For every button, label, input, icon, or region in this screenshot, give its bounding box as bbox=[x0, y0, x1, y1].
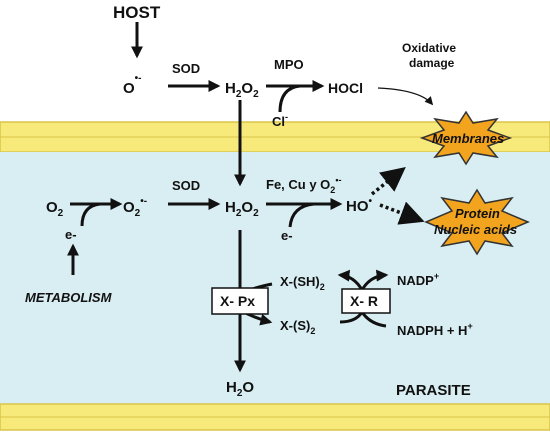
xr-right-bottom-curve bbox=[360, 311, 387, 328]
h2o2-top-label: H2O2 bbox=[225, 80, 259, 100]
o2-label: O2 bbox=[46, 199, 64, 219]
nadph-label: NADPH + H+ bbox=[397, 321, 473, 338]
xr-right-top-curve bbox=[360, 269, 389, 291]
sod-top-label: SOD bbox=[172, 61, 200, 76]
electron-mid-label: e- bbox=[281, 228, 293, 243]
sod-mid-label: SOD bbox=[172, 178, 200, 193]
nucleic-acids-label: Nucleic acids bbox=[434, 222, 517, 237]
nadp-label: NADP+ bbox=[397, 271, 439, 288]
electron-mid-curve bbox=[288, 202, 315, 228]
xpx-box bbox=[211, 287, 269, 315]
xsh2-label: X-(SH)2 bbox=[280, 274, 325, 292]
membranes-star bbox=[419, 110, 513, 166]
hydroxyl-to-membranes-arrow bbox=[370, 166, 406, 196]
hocl-label: HOCl bbox=[328, 80, 363, 96]
membranes-label: Membranes bbox=[432, 131, 504, 146]
superoxide-top-label: O•- bbox=[123, 73, 142, 97]
electron-left-label: e- bbox=[65, 227, 77, 242]
chloride-label: Cl- bbox=[272, 112, 288, 129]
xr-box bbox=[341, 288, 391, 314]
fenton-label: Fe, Cu y O2•- bbox=[266, 175, 341, 195]
metabolism-label: METABOLISM bbox=[25, 290, 113, 305]
protein-label: Protein bbox=[455, 206, 500, 221]
hydroxyl-to-protein-arrow bbox=[379, 201, 425, 225]
xr-left-top-curve bbox=[337, 269, 364, 291]
chloride-curve bbox=[278, 84, 301, 113]
oxidative-damage-line2: damage bbox=[409, 56, 455, 70]
hydroxyl-label: HO• bbox=[346, 196, 373, 215]
oxidative-damage-line1: Oxidative bbox=[402, 41, 456, 55]
host-label: HOST bbox=[113, 3, 161, 22]
water-label: H2O bbox=[226, 379, 254, 399]
superoxide-mid-label: O2•- bbox=[123, 196, 147, 219]
mpo-label: MPO bbox=[274, 57, 304, 72]
xs2-label: X-(S)2 bbox=[280, 318, 315, 336]
xpx-label: X- Px bbox=[220, 293, 255, 309]
electron-left-curve bbox=[80, 202, 101, 227]
parasite-cytoplasm bbox=[0, 152, 550, 404]
oxidative-damage-arrow bbox=[377, 87, 434, 106]
protein-star bbox=[424, 188, 530, 256]
h2o2-mid-label: H2O2 bbox=[225, 199, 259, 219]
xr-label: X- R bbox=[350, 293, 378, 309]
parasite-label: PARASITE bbox=[396, 382, 471, 399]
